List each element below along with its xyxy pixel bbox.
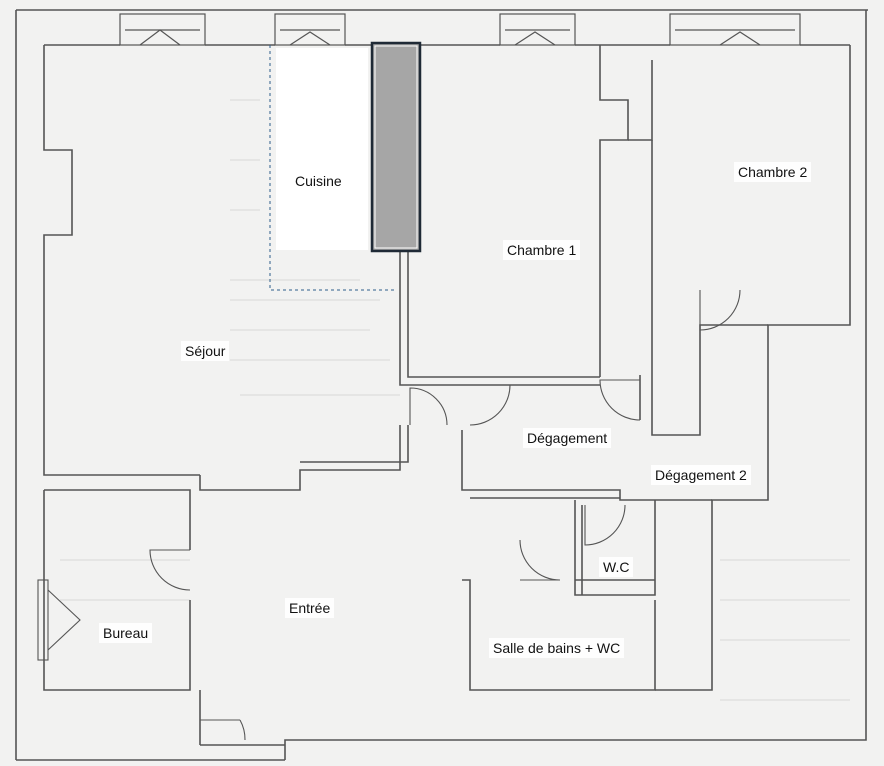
kitchen: [269, 41, 422, 291]
room-label-chambre-1: Chambre 1: [503, 240, 581, 260]
doors: [37, 289, 741, 741]
room-label-wc: W.C: [599, 557, 634, 577]
room-label-bureau: Bureau: [99, 623, 153, 643]
interior-walls: [43, 45, 768, 746]
top-windows: [119, 13, 801, 46]
outer-walls: [15, 9, 868, 761]
room-label-cuisine: Cuisine: [291, 171, 346, 191]
room-label-sejour: Séjour: [181, 341, 230, 361]
background-texture: [60, 99, 850, 741]
room-label-degagement-2: Dégagement 2: [651, 465, 751, 485]
room-label-chambre-2: Chambre 2: [734, 162, 812, 182]
kitchen-cabinet: [370, 41, 422, 253]
room-label-degagement: Dégagement: [523, 428, 612, 448]
room-label-salle-de-bains: Salle de bains + WC: [489, 638, 625, 658]
room-label-entree: Entrée: [285, 598, 335, 618]
